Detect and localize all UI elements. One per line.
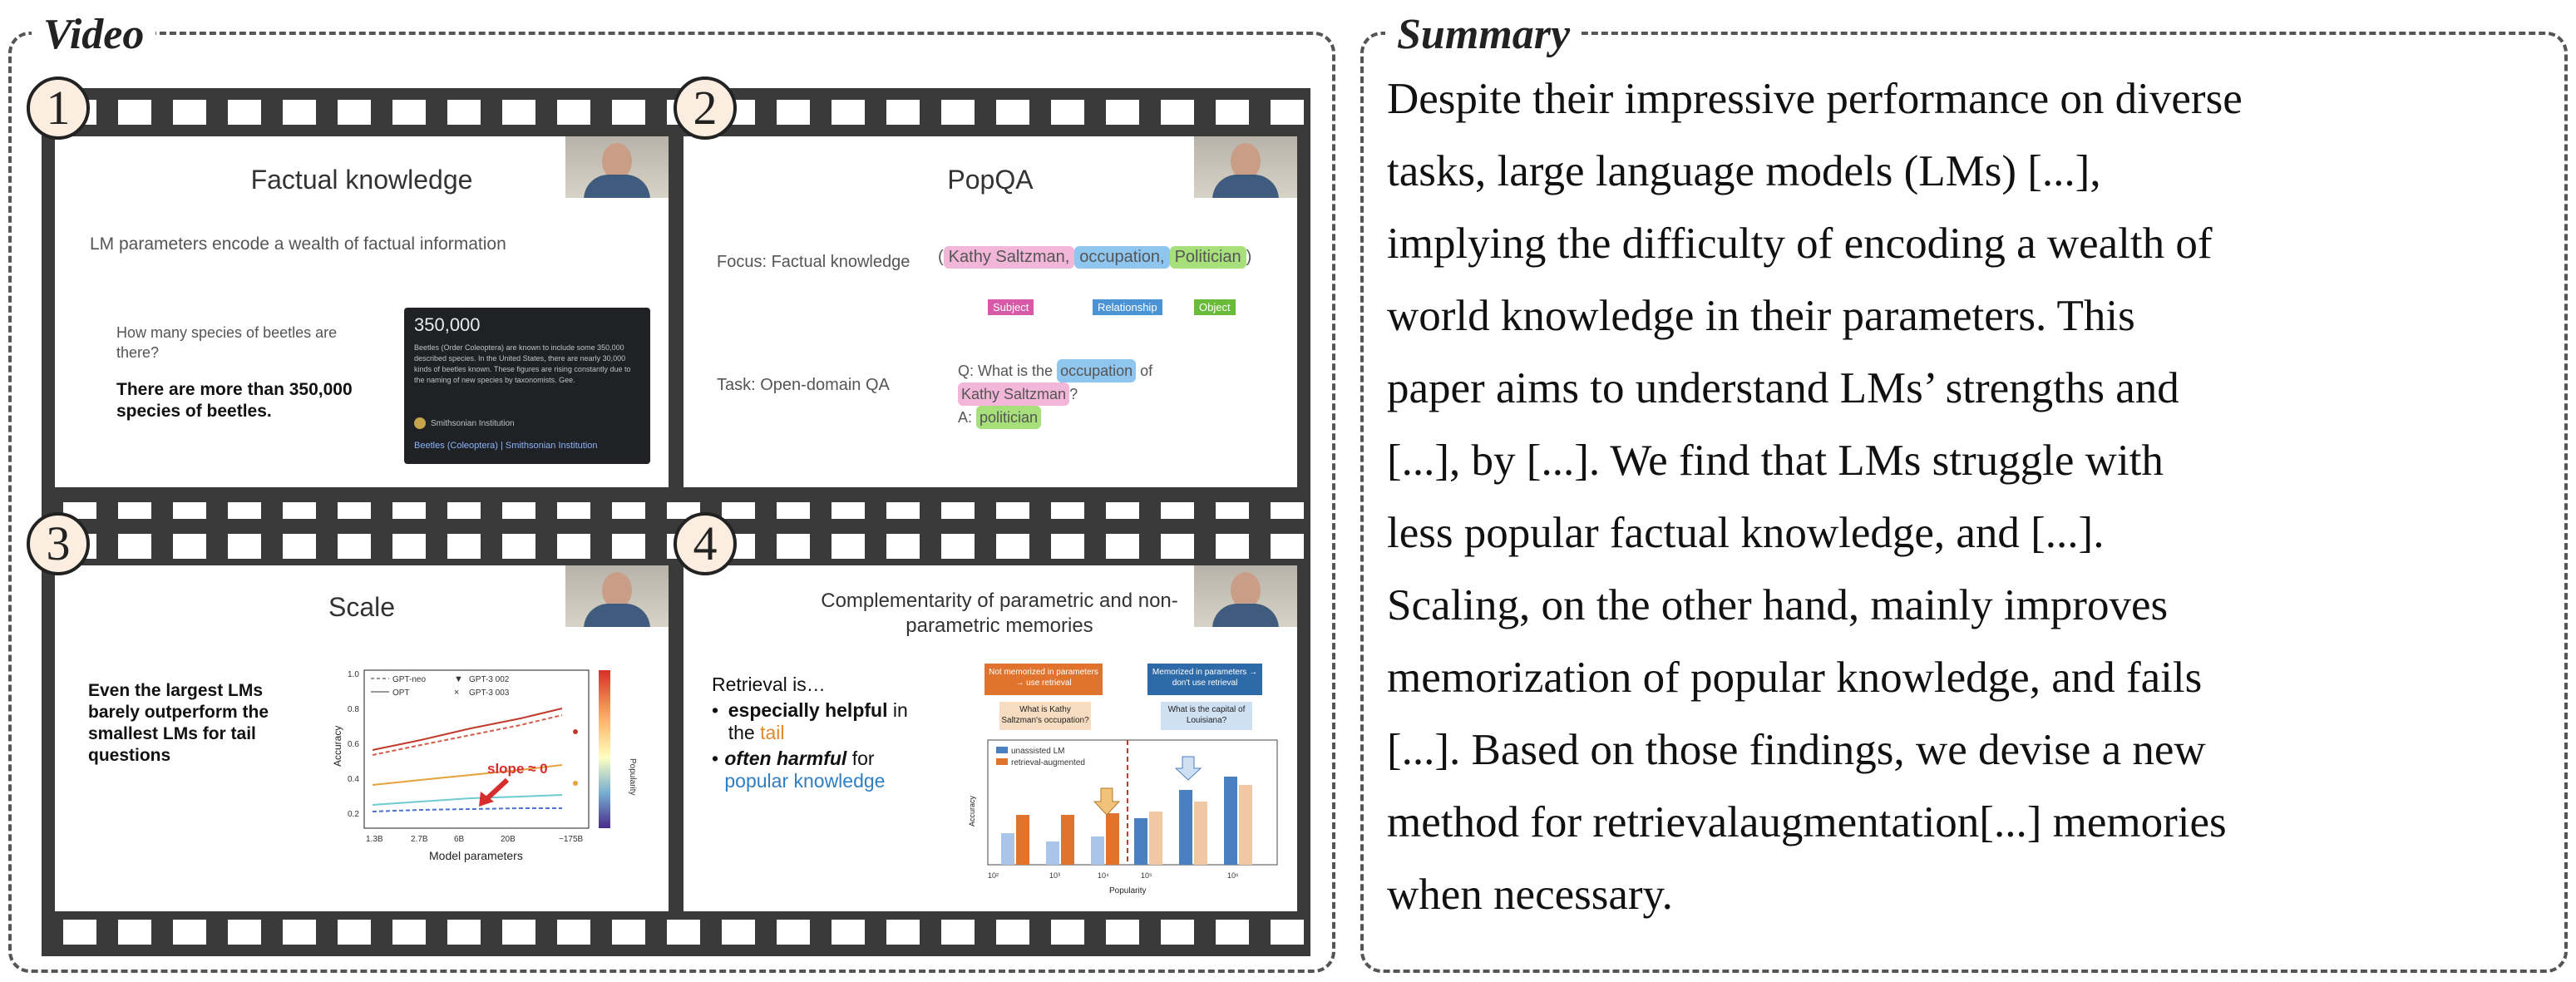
svg-text:10²: 10²	[988, 871, 999, 880]
search-result-card: 350,000 Beetles (Order Coleoptera) are k…	[404, 308, 650, 464]
focus-label: Focus: Factual knowledge	[717, 253, 910, 271]
x-axis-label: Model parameters	[429, 849, 523, 862]
svg-text:0.6: 0.6	[348, 740, 359, 749]
x-axis-label: Popularity	[1109, 886, 1146, 896]
object-chip: Politician	[1169, 246, 1246, 269]
slide-title: Scale	[328, 592, 396, 622]
svg-text:×: ×	[454, 688, 459, 698]
frame-number-2: 2	[674, 76, 737, 140]
subject-tag: Subject	[988, 299, 1034, 315]
frame-1-slide: Factual knowledge LM parameters encode a…	[55, 136, 669, 487]
summary-title: Summary	[1385, 10, 1582, 60]
slide-title: Factual knowledge	[250, 165, 473, 195]
svg-text:▼: ▼	[454, 674, 463, 684]
svg-text:10³: 10³	[1049, 871, 1060, 880]
svg-text:GPT-neo: GPT-neo	[392, 675, 426, 684]
svg-text:GPT-3 003: GPT-3 003	[469, 688, 510, 698]
no-retrieval-box: Memorized in parameters → don't use retr…	[1147, 664, 1262, 695]
source-icon	[414, 417, 426, 429]
svg-text:2.7B: 2.7B	[411, 835, 428, 844]
webcam-thumbnail	[1194, 136, 1297, 198]
slide-subtitle: LM parameters encode a wealth of factual…	[90, 234, 506, 254]
object-tag: Object	[1194, 299, 1236, 315]
result-link[interactable]: Beetles (Coleoptera) | Smithsonian Insti…	[414, 441, 598, 451]
svg-text:10⁶: 10⁶	[1227, 871, 1239, 880]
svg-text:10⁴: 10⁴	[1098, 871, 1109, 880]
summary-panel: Summary Despite their impressive perform…	[1360, 10, 2568, 973]
colorbar-label: Popularity	[628, 758, 637, 795]
svg-text:1.3B: 1.3B	[366, 835, 383, 844]
svg-text:0.2: 0.2	[348, 810, 359, 819]
film-strip-bottom: Scale Even the largest LMs barely outper…	[42, 519, 1310, 956]
y-axis-label: Accuracy	[968, 795, 976, 827]
y-axis-label: Accuracy	[332, 726, 343, 767]
tail-question-box: What is Kathy Saltzman's occupation?	[999, 702, 1091, 730]
frame-number-4: 4	[674, 512, 737, 575]
subject-chip: Kathy Saltzman,	[943, 246, 1075, 269]
slope-annotation: slope ≈ 0	[487, 761, 548, 777]
scale-chart: GPT-neo ▼ GPT-3 002 OPT × GPT-3 003 slop…	[332, 669, 637, 862]
task-label: Task: Open-domain QA	[717, 376, 890, 394]
svg-text:unassisted LM: unassisted LM	[1011, 747, 1064, 756]
frame-number-3: 3	[27, 512, 90, 575]
svg-text:6B: 6B	[454, 835, 465, 844]
svg-text:OPT: OPT	[392, 688, 410, 698]
frame-4-slide: Complementarity of parametric and non-pa…	[683, 565, 1297, 911]
film-strip-top: Factual knowledge LM parameters encode a…	[42, 88, 1310, 537]
retrieval-bullets: Retrieval is… •especially helpful in the…	[712, 674, 908, 792]
svg-text:1.0: 1.0	[348, 670, 359, 679]
result-number: 350,000	[414, 314, 481, 335]
result-source: Smithsonian Institution	[431, 419, 515, 428]
result-snippet: Beetles (Order Coleoptera) are known to …	[414, 343, 631, 384]
webcam-thumbnail	[565, 136, 669, 198]
popularity-colorbar	[599, 670, 610, 828]
relationship-tag: Relationship	[1093, 299, 1162, 315]
svg-text:0.8: 0.8	[348, 705, 359, 714]
slide-title: PopQA	[947, 165, 1034, 195]
webcam-thumbnail	[565, 565, 669, 627]
svg-text:10⁵: 10⁵	[1141, 871, 1152, 880]
summary-text: Despite their impressive performance on …	[1387, 75, 2243, 919]
frame-3-slide: Scale Even the largest LMs barely outper…	[55, 565, 669, 911]
question-card: How many species of beetles are there? T…	[116, 323, 382, 439]
svg-text:retrieval-augmented: retrieval-augmented	[1011, 758, 1085, 767]
svg-text:~175B: ~175B	[559, 835, 584, 844]
chart-legend: GPT-neo ▼ GPT-3 002 OPT × GPT-3 003	[371, 674, 510, 698]
use-retrieval-box: Not memorized in parameters → use retrie…	[985, 664, 1103, 695]
slide-title: Complementarity of parametric and non-pa…	[821, 590, 1178, 637]
answer-text: There are more than 350,000 species of b…	[116, 380, 353, 421]
knowledge-triple: (Kathy Saltzman,occupation,Politician)	[938, 246, 1251, 269]
qa-example: Q: What is the occupation of Kathy Saltz…	[958, 359, 1152, 429]
popularity-chart: unassisted LM retrieval-augmented	[968, 739, 1278, 896]
question-text: How many species of beetles are there?	[116, 324, 338, 361]
video-title: Video	[32, 10, 156, 60]
frame-number-1: 1	[27, 76, 90, 140]
scale-claim: Even the largest LMs barely outperform t…	[88, 681, 269, 765]
svg-text:GPT-3 002: GPT-3 002	[469, 675, 510, 684]
webcam-thumbnail	[1194, 565, 1297, 627]
popular-question-box: What is the capital of Louisiana?	[1161, 702, 1252, 730]
relationship-chip: occupation,	[1074, 246, 1170, 269]
svg-text:0.4: 0.4	[348, 775, 359, 784]
frame-2-slide: PopQA Focus: Factual knowledge (Kathy Sa…	[683, 136, 1297, 487]
svg-text:20B: 20B	[501, 835, 516, 844]
video-panel: Video Factual knowledge LM parameters en…	[8, 10, 1335, 973]
